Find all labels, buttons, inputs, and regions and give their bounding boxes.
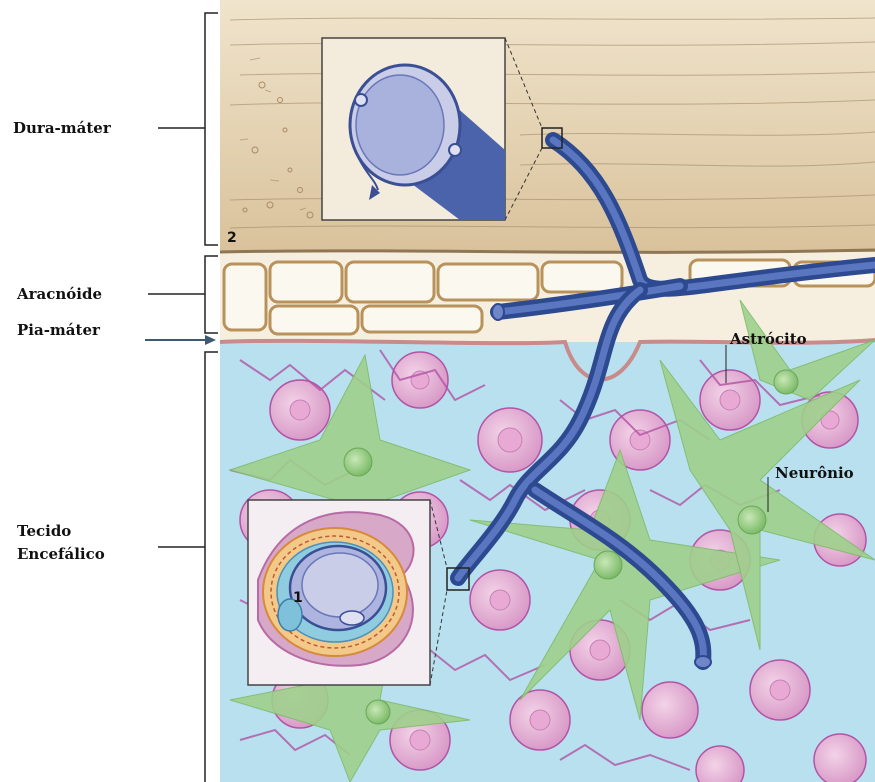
label-neuronio: Neurônio bbox=[775, 464, 854, 483]
inset-top-vessel bbox=[322, 38, 505, 220]
label-encefalico: Encefálico bbox=[17, 545, 105, 564]
pia-arrow bbox=[145, 335, 216, 345]
dura-mater-layer bbox=[220, 0, 875, 252]
label-pia-mater: Pia-máter bbox=[17, 321, 100, 340]
bracket-aracnoide bbox=[205, 256, 218, 333]
marker-one: 1 bbox=[293, 590, 303, 606]
label-astrocito: Astrócito bbox=[730, 330, 807, 349]
label-tecido: Tecido bbox=[17, 522, 71, 541]
inset-bottom-vessel bbox=[248, 500, 430, 685]
label-dura-mater: Dura-máter bbox=[13, 119, 111, 138]
bracket-tecido bbox=[205, 352, 218, 782]
marker-two: 2 bbox=[227, 230, 237, 246]
label-aracnoide: Aracnóide bbox=[17, 285, 102, 304]
bracket-dura bbox=[205, 13, 218, 245]
label-leaders bbox=[148, 13, 218, 782]
